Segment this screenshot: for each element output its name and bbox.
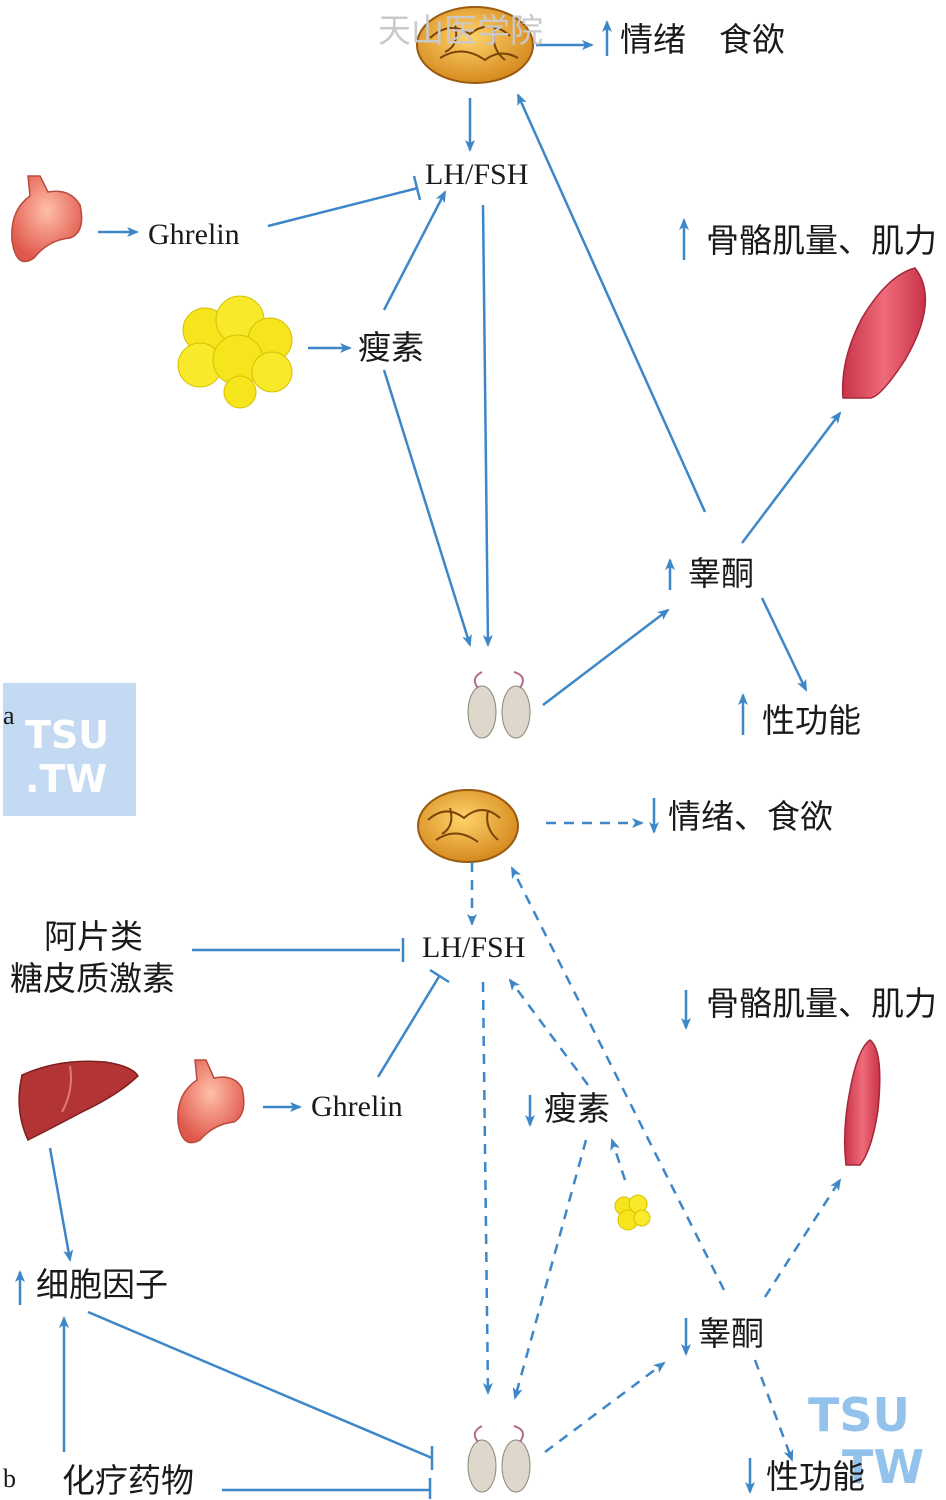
testes-icon-a [467, 671, 531, 739]
fat-tissue-icon-a [177, 295, 293, 409]
testosterone-label-b: 睾酮 [698, 1314, 764, 1353]
ghrelin-inhibit-lhfsh-line-a [267, 186, 419, 228]
brain-icon-b [417, 789, 519, 863]
testosterone-to-brain-arrow-b [510, 866, 726, 1291]
leptin-label-b: 瘦素 [544, 1089, 610, 1128]
inhibit-bar-a [412, 175, 422, 201]
liver-icon-b [18, 1060, 139, 1142]
muscle-icon-b [843, 1039, 881, 1166]
opioid-label-line2-b: 糖皮质激素 [10, 959, 175, 998]
watermark-box: TSU .TW [3, 683, 136, 816]
liver-to-cytokines-arrow-b [48, 1147, 74, 1262]
cytokines-label-b: 细胞因子 [36, 1265, 168, 1304]
testosterone-label-a: 睾酮 [688, 554, 754, 593]
lhfsh-to-testis-arrow-b [481, 981, 493, 1395]
brain-icon-a [416, 6, 534, 84]
mood-appetite-label-a: 情绪 食欲 [620, 20, 785, 59]
ghrelin-inhibit-bar-b [429, 968, 450, 984]
watermark-br-line1: TSU [808, 1388, 910, 1442]
mood-appetite-label-b: 情绪、食欲 [668, 797, 833, 836]
ghrelin-inhibit-line-b [376, 974, 442, 1078]
chemo-label-b: 化疗药物 [62, 1461, 194, 1500]
panel-b-tag: b [3, 1464, 16, 1493]
panel-a-arrows [98, 20, 842, 735]
panel-b-arrows [15, 798, 842, 1499]
testis-to-testosterone-arrow-a [542, 608, 670, 706]
watermark-box-line1: TSU [25, 713, 110, 757]
testosterone-to-muscle-arrow-a [741, 411, 842, 544]
ghrelin-label-b: Ghrelin [311, 1090, 403, 1123]
leptin-to-testis-arrow-a [382, 369, 472, 647]
fat-to-leptin-arrow-b [610, 1138, 627, 1181]
muscle-strength-label-b: 骨骼肌量、肌力 [706, 984, 937, 1023]
testosterone-to-sex-arrow-a [760, 597, 808, 692]
panel-a-tag: a [3, 701, 15, 730]
fat-tissue-icon-b [614, 1194, 651, 1231]
muscle-strength-label-a: 骨骼肌量、肌力 [706, 221, 937, 260]
testes-icon-b [467, 1425, 531, 1493]
cytokines-inhibit-testis-line-b [87, 1310, 433, 1460]
lhfsh-label-b: LH/FSH [422, 931, 526, 964]
leptin-to-testis-arrow-b [512, 1139, 588, 1400]
testosterone-to-sex-arrow-b [753, 1359, 794, 1462]
leptin-to-lhfsh-arrow-a [382, 190, 447, 311]
sexual-function-label-b: 性功能 [766, 1457, 865, 1496]
testosterone-to-muscle-arrow-b [763, 1178, 842, 1298]
testosterone-to-brain-arrow-a [516, 93, 707, 513]
stomach-icon-a [11, 175, 83, 263]
leptin-label-a: 瘦素 [358, 328, 424, 367]
lhfsh-label-a: LH/FSH [425, 158, 529, 191]
watermark-top: 天山医学院 [378, 11, 543, 50]
opioid-label-line1-b: 阿片类 [44, 917, 143, 956]
leptin-to-lhfsh-arrow-b [508, 978, 590, 1086]
stomach-icon-b [177, 1059, 245, 1144]
watermark-br-line2: TW [842, 1440, 925, 1494]
ghrelin-label-a: Ghrelin [148, 218, 240, 251]
muscle-icon-a [841, 267, 927, 399]
watermark-box-line2: .TW [25, 757, 108, 801]
lhfsh-to-testis-arrow-a [481, 204, 493, 647]
sexual-function-label-a: 性功能 [762, 701, 861, 740]
testis-to-testosterone-arrow-b [544, 1361, 666, 1454]
